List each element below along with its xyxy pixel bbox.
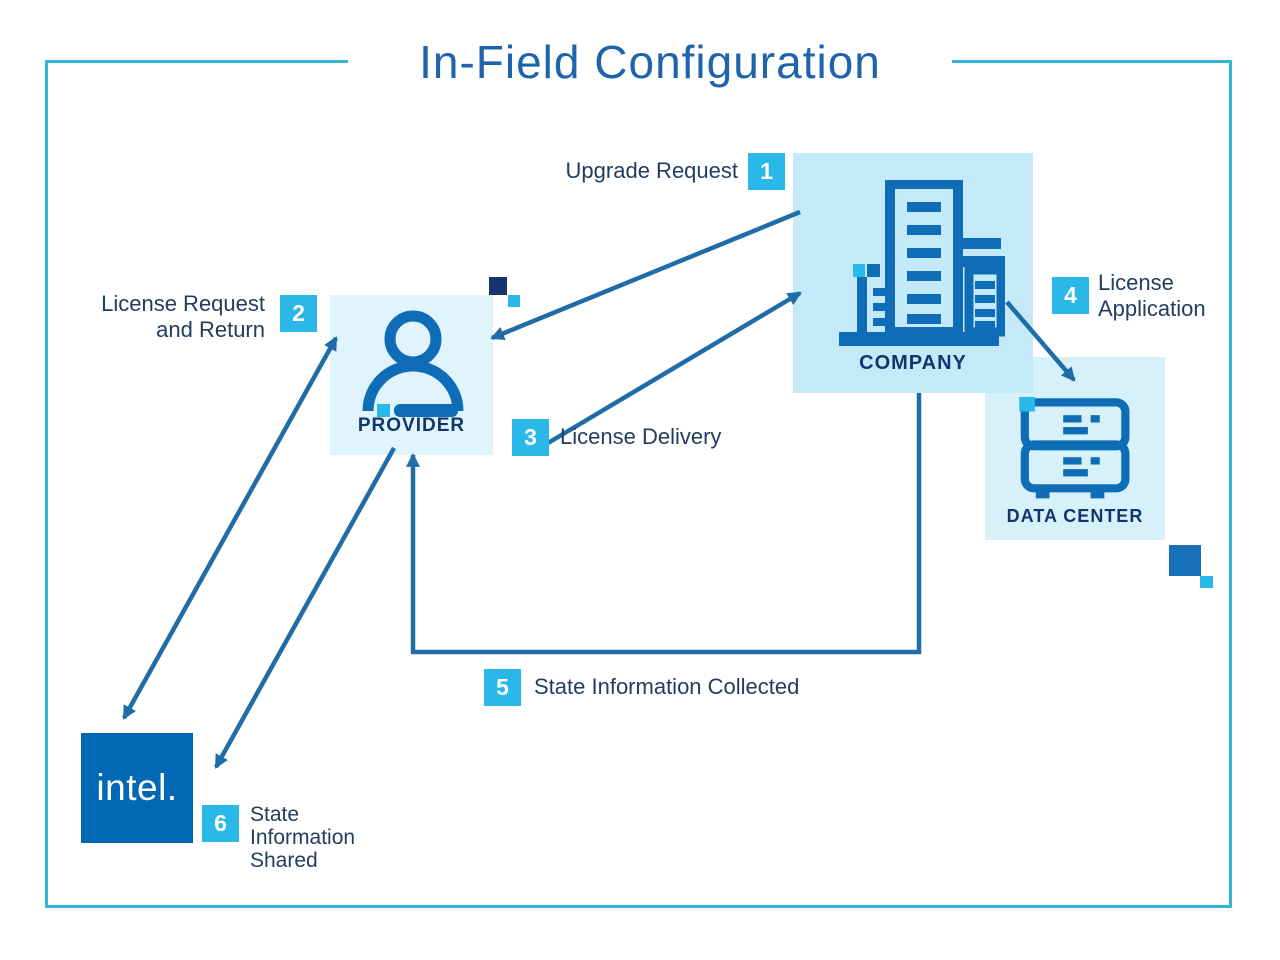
company-building-icon: [839, 180, 1005, 346]
step-3-badge: 3: [512, 419, 549, 456]
decorative-blue-square-datacenter: [1169, 545, 1201, 576]
page-title: In-Field Configuration: [419, 36, 881, 88]
decorative-navy-square: [489, 277, 507, 295]
step-5-label: State Information Collected: [534, 674, 800, 699]
datacenter-server-icon: [1019, 396, 1130, 499]
step-4-label: License Application: [1098, 270, 1206, 321]
arrow-upgrade-request: [490, 209, 801, 341]
datacenter-label: DATA CENTER: [1006, 506, 1144, 526]
step-2-badge: 2: [280, 295, 317, 332]
step-4-badge: 4: [1052, 277, 1089, 314]
step-2-label: License Request and Return: [101, 291, 265, 342]
provider-label: PROVIDER: [357, 415, 466, 436]
company-label: COMPANY: [859, 352, 967, 374]
step-5-badge: 5: [484, 669, 521, 706]
step-6-label: State Information Shared: [250, 803, 356, 872]
arrow-license-request-return: [122, 336, 338, 720]
intel-logo: intel.: [81, 733, 193, 843]
provider-person-icon: [362, 310, 464, 417]
decorative-cyan-square-provider: [508, 295, 520, 307]
arrow-license-application: [1005, 300, 1076, 382]
step-3-label: License Delivery: [560, 424, 722, 449]
arrow-state-info-collected: [406, 393, 922, 655]
arrow-license-delivery: [546, 291, 802, 445]
step-1-badge: 1: [748, 153, 785, 190]
provider-card: [330, 295, 493, 455]
intel-logo-text: intel.: [96, 767, 178, 808]
decorative-cyan-square-datacenter: [1200, 576, 1213, 588]
step-1-label: Upgrade Request: [565, 158, 738, 183]
step-6-badge: 6: [202, 805, 239, 842]
arrow-state-info-shared: [214, 446, 396, 769]
title-container: In-Field Configuration: [348, 30, 952, 94]
